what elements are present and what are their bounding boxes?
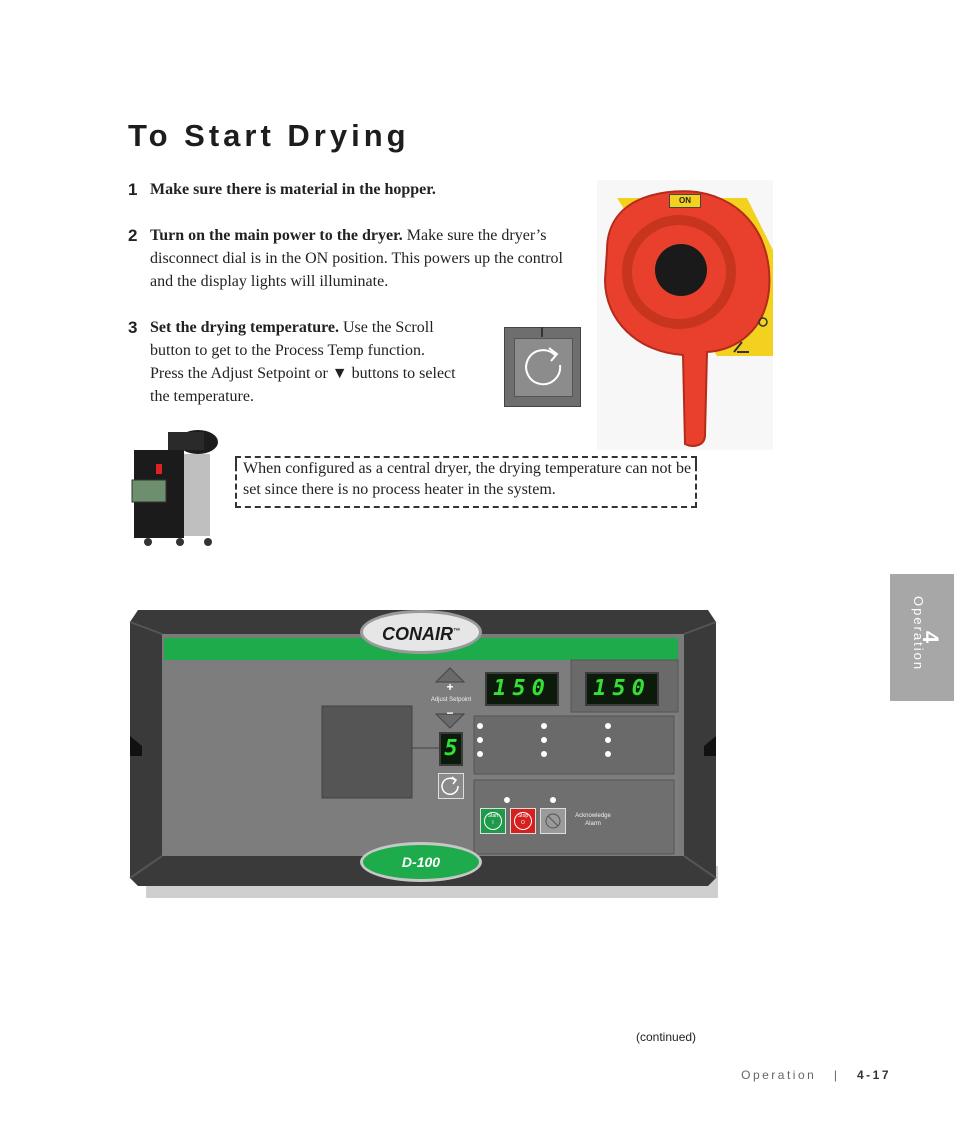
scroll-button-illustration bbox=[504, 327, 581, 407]
step-number: 3 bbox=[128, 318, 138, 337]
footer-separator: | bbox=[833, 1068, 840, 1082]
dial-on-label: ON bbox=[669, 194, 701, 208]
acknowledge-alarm-button[interactable] bbox=[540, 808, 566, 834]
page-title: To Start Drying bbox=[128, 118, 410, 153]
continued-note: (continued) bbox=[636, 1030, 697, 1044]
ack-label-line1: Acknowledge bbox=[575, 813, 611, 819]
step-1: 1 Make sure there is material in the hop… bbox=[128, 178, 588, 201]
footer-section: Operation bbox=[741, 1068, 817, 1082]
disconnect-dial-illustration: ON bbox=[597, 180, 773, 450]
decrease-setpoint-button[interactable]: − bbox=[446, 706, 454, 720]
step-heading: Set the drying temperature. bbox=[150, 319, 339, 336]
section-tab-label: Operation bbox=[911, 596, 926, 672]
scroll-icon bbox=[514, 338, 573, 397]
note-text: When configured as a central dryer, the … bbox=[243, 460, 692, 498]
start-label: Start bbox=[487, 813, 499, 819]
section-tab: Operation 4 bbox=[890, 574, 954, 701]
stop-symbol: O bbox=[521, 820, 525, 826]
stop-label: Stop bbox=[517, 813, 529, 819]
scroll-icon bbox=[441, 776, 459, 795]
process-temp-display: 150 bbox=[485, 672, 559, 706]
step-body: Make sure the dryer’s disconnect dial is… bbox=[150, 227, 563, 290]
page-number: 4-17 bbox=[856, 1068, 891, 1082]
step-2: 2 Turn on the main power to the dryer. M… bbox=[128, 224, 583, 293]
step-number: 2 bbox=[128, 226, 138, 245]
alarm-mute-icon bbox=[545, 813, 561, 829]
page-footer: Operation | 4-17 bbox=[741, 1068, 891, 1082]
dryer-illustration bbox=[128, 428, 220, 550]
conair-logo-text: CONAIR bbox=[382, 624, 453, 644]
acknowledge-alarm-label: Acknowledge Alarm bbox=[568, 812, 618, 828]
scroll-button[interactable] bbox=[438, 773, 464, 799]
trademark: ™ bbox=[453, 628, 460, 635]
stop-indicator-light bbox=[550, 797, 556, 803]
stop-button[interactable]: Stop O bbox=[510, 808, 536, 834]
start-indicator-light bbox=[504, 797, 510, 803]
setpoint-display: 150 bbox=[585, 672, 659, 706]
control-panel: CONAIR™ + Adjust Setpoint − 150 150 5 St… bbox=[128, 606, 718, 898]
conair-logo: CONAIR™ bbox=[360, 610, 482, 654]
function-digit-display: 5 bbox=[439, 732, 463, 766]
note-box: When configured as a central dryer, the … bbox=[235, 456, 697, 508]
step-body: Use the Scroll button to get to the Proc… bbox=[150, 319, 456, 405]
step-number: 1 bbox=[128, 180, 138, 199]
ack-label-line2: Alarm bbox=[585, 821, 601, 827]
start-button[interactable]: Start I bbox=[480, 808, 506, 834]
step-3: 3 Set the drying temperature. Use the Sc… bbox=[128, 316, 458, 408]
model-badge: D-100 bbox=[360, 842, 482, 882]
adjust-setpoint-label: Adjust Setpoint bbox=[430, 697, 472, 703]
start-symbol: I bbox=[492, 820, 494, 826]
step-heading: Turn on the main power to the dryer. bbox=[150, 227, 403, 244]
increase-setpoint-button[interactable]: + bbox=[446, 680, 454, 694]
section-tab-number: 4 bbox=[918, 630, 944, 644]
step-heading: Make sure there is material in the hoppe… bbox=[150, 181, 436, 198]
indicator-lights bbox=[476, 718, 672, 770]
